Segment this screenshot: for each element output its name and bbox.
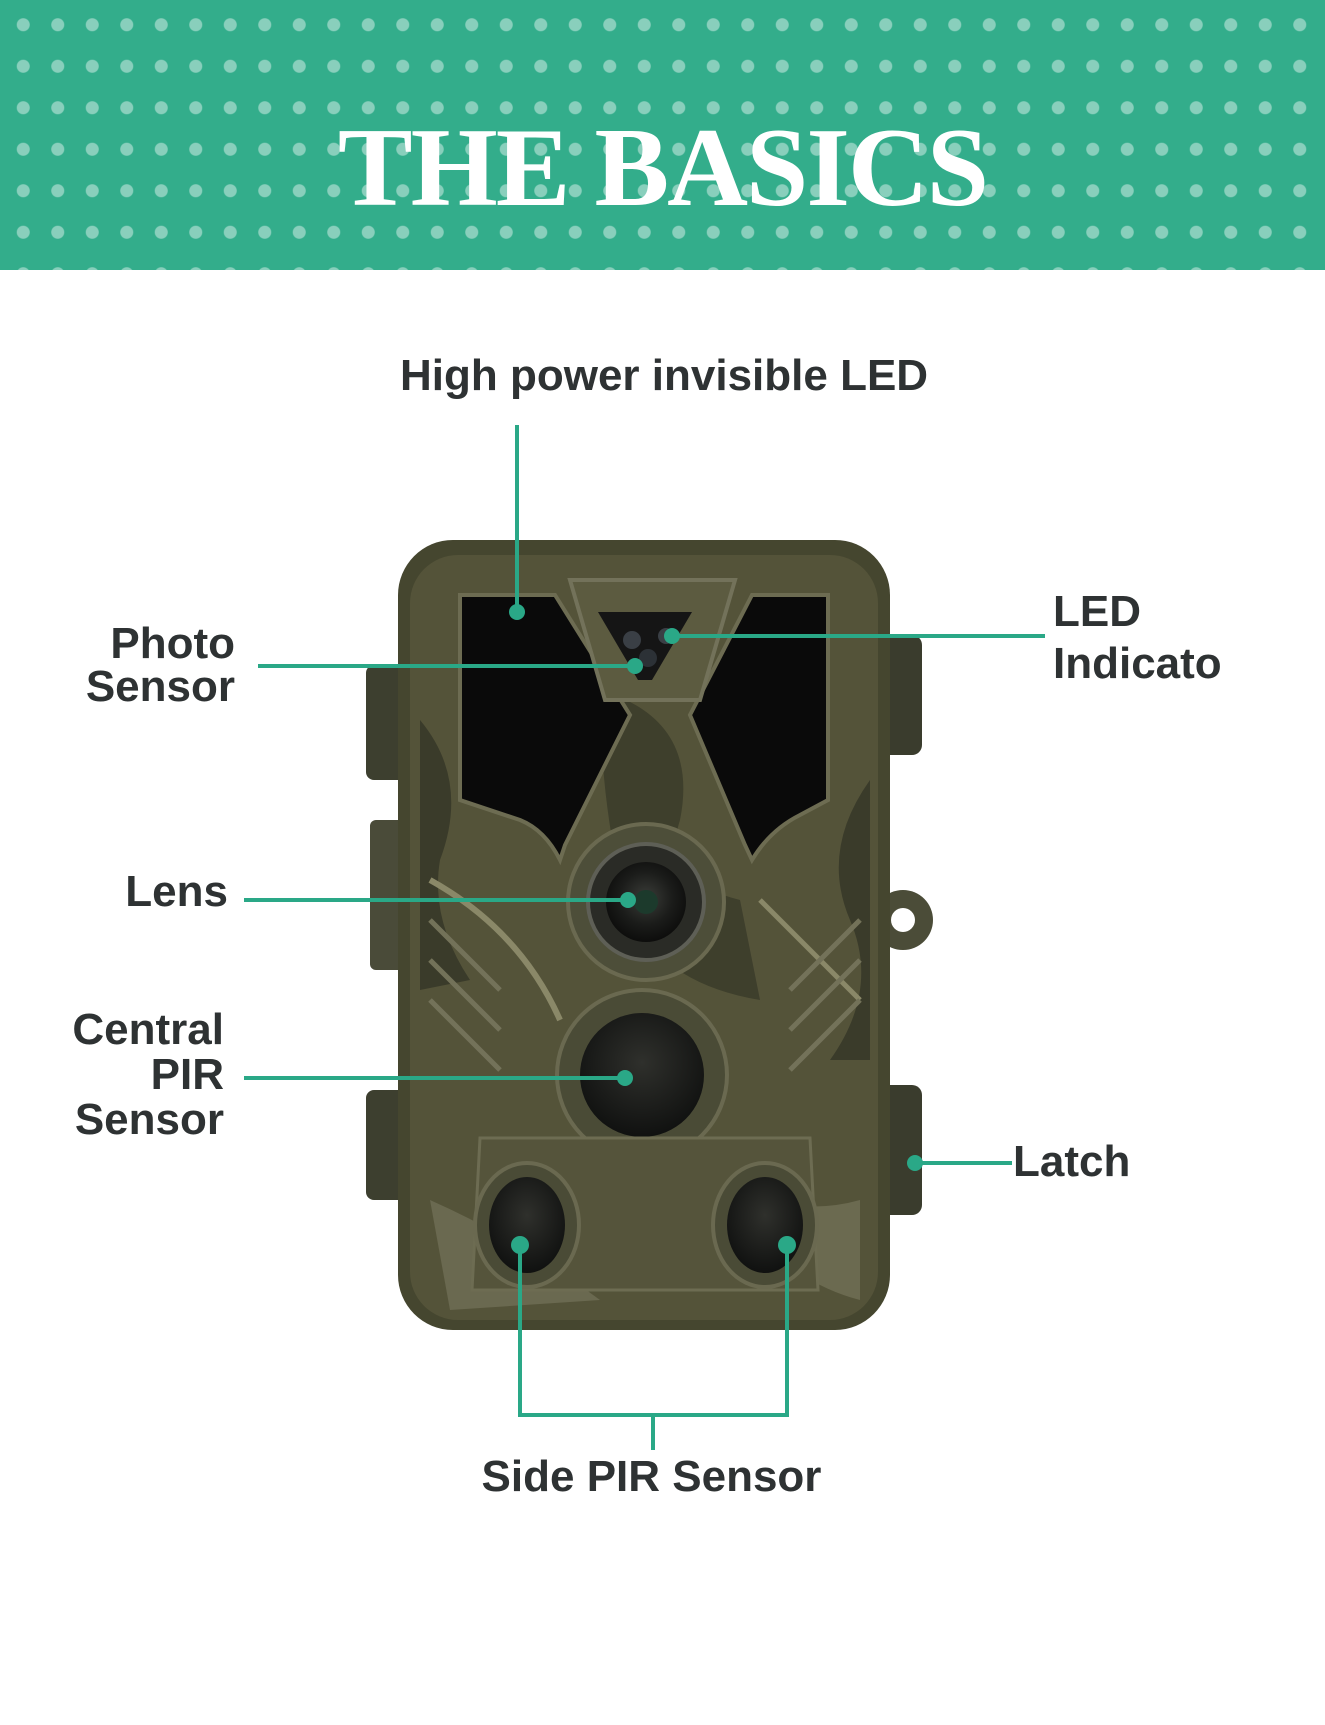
camo-branch <box>428 877 563 1022</box>
label-high-power-led: High power invisible LED <box>400 351 929 400</box>
side-pir-right-window <box>727 1177 803 1273</box>
callout-dots <box>509 604 923 1254</box>
lens-core <box>634 890 658 914</box>
label-side-pir: Side PIR Sensor <box>481 1452 822 1501</box>
label-photo-sensor-line1: Photo <box>110 619 235 668</box>
side-pir-left-window <box>489 1177 565 1273</box>
page-title: THE BASICS <box>337 106 989 230</box>
label-latch: Latch <box>1013 1137 1131 1186</box>
label-led-indicator-line1: LED <box>1053 587 1141 636</box>
label-central-pir: Central PIR Sensor <box>40 1007 224 1142</box>
central-pir-window <box>580 1013 704 1137</box>
chevron-left <box>428 918 502 1072</box>
mount-ring-hole <box>891 908 915 932</box>
label-photo-sensor-line2: Sensor <box>85 662 235 711</box>
callout-lines <box>244 425 1045 1450</box>
callout-dot-led-indicator <box>664 628 680 644</box>
chevron-right <box>788 918 862 1072</box>
label-photo-sensor: Photo Sensor <box>60 619 235 711</box>
camo-patch <box>830 780 870 1060</box>
header-banner: THE BASICS <box>0 0 1325 270</box>
label-central-pir-line3: Sensor <box>74 1095 224 1144</box>
camo-branch <box>758 898 862 1002</box>
label-led-indicator: LED Indicato <box>1053 586 1222 690</box>
callout-dot-high-power-led <box>509 604 525 620</box>
label-lens: Lens <box>125 867 228 916</box>
right-button-top <box>880 635 922 755</box>
callout-dot-central-pir <box>617 1070 633 1086</box>
callout-dot-side-pir-right <box>778 1236 796 1254</box>
ir-led-panel-right <box>687 593 830 865</box>
ir-led-panel-left <box>458 593 633 866</box>
label-led-indicator-line2: Indicato <box>1053 639 1222 688</box>
label-central-pir-line2: PIR <box>150 1050 224 1099</box>
callout-dot-lens <box>620 892 636 908</box>
trail-camera <box>366 540 933 1330</box>
callout-dot-latch <box>907 1155 923 1171</box>
sensor-small-dot <box>639 649 657 667</box>
callout-dot-photo-sensor <box>627 658 643 674</box>
callout-dot-side-pir-left <box>511 1236 529 1254</box>
photo-sensor-dot <box>623 631 641 649</box>
right-latch <box>880 1085 922 1215</box>
label-central-pir-line1: Central <box>72 1005 224 1054</box>
